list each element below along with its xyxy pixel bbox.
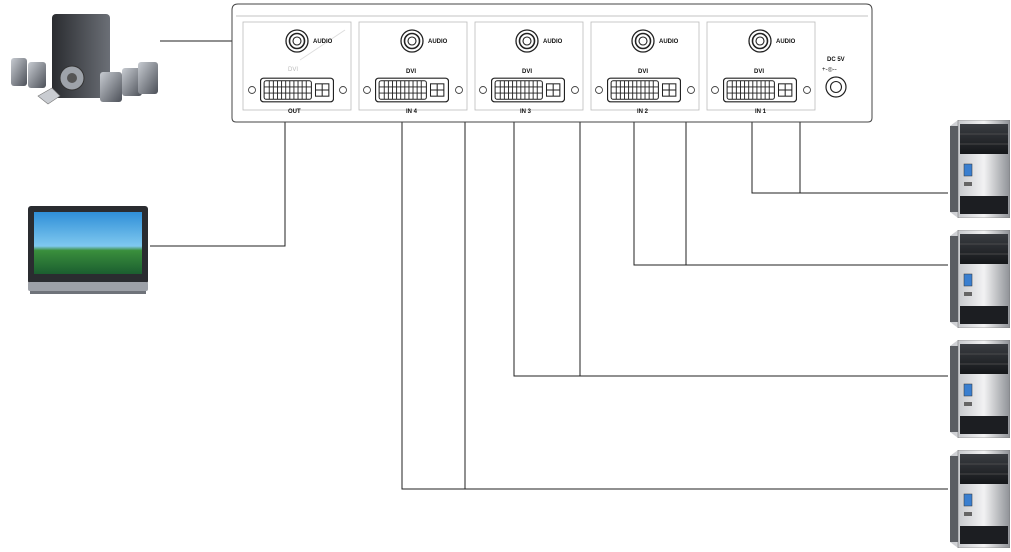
dc-power-jack-icon[interactable] <box>825 76 847 98</box>
computer-tower-icon <box>950 340 1010 438</box>
in4-dvi-cable <box>401 104 948 490</box>
out-port-label: OUT <box>288 109 301 115</box>
in4-audio-label: AUDIO <box>428 39 448 45</box>
port-module-in1: AUDIO DVI IN 1 <box>706 21 816 115</box>
power-input: DC 5V +-◎-- <box>822 57 847 98</box>
computer-tower-icon <box>950 230 1010 328</box>
in1-dvi-label: DVI <box>754 69 764 75</box>
in3-audio-label: AUDIO <box>543 39 563 45</box>
port-module-out: AUDIO DVI OUT <box>242 21 352 115</box>
in2-dvi-cable <box>633 104 948 266</box>
dvi-port-icon[interactable] <box>260 77 334 103</box>
in4-port-label: IN 4 <box>406 109 418 115</box>
in4-dvi-label: DVI <box>406 69 416 75</box>
power-polarity-label: +-◎-- <box>822 67 837 73</box>
audio-jack-icon[interactable] <box>285 29 309 53</box>
speaker-system-icon <box>11 14 158 105</box>
in2-audio-label: AUDIO <box>659 39 679 45</box>
port-module-in2: AUDIO DVI IN 2 <box>590 21 700 115</box>
dvi-port-icon[interactable] <box>607 77 681 103</box>
audio-jack-icon[interactable] <box>400 29 424 53</box>
port-module-in3: AUDIO DVI IN 3 <box>474 21 584 115</box>
in1-port-label: IN 1 <box>755 109 767 115</box>
audio-jack-icon[interactable] <box>748 29 772 53</box>
in3-dvi-cable <box>513 104 948 377</box>
dvi-port-icon[interactable] <box>491 77 565 103</box>
monitor-dvi-cable <box>150 104 286 247</box>
dvi-port-icon[interactable] <box>723 77 797 103</box>
in1-dvi-cable <box>751 104 948 194</box>
audio-jack-icon[interactable] <box>631 29 655 53</box>
computer-tower-icon <box>950 120 1010 218</box>
monitor-icon <box>28 206 148 294</box>
switch-back-panel: AUDIO DVI OUT AUDIO DVI IN 4 AUDIO DVI <box>231 3 873 123</box>
in2-dvi-label: DVI <box>638 69 648 75</box>
in3-port-label: IN 3 <box>520 109 532 115</box>
out-audio-label: AUDIO <box>313 39 333 45</box>
in2-port-label: IN 2 <box>637 109 649 115</box>
in3-dvi-label: DVI <box>522 69 532 75</box>
in1-audio-label: AUDIO <box>776 39 796 45</box>
port-module-in4: AUDIO DVI IN 4 <box>358 21 468 115</box>
dvi-port-icon[interactable] <box>375 77 449 103</box>
audio-jack-icon[interactable] <box>515 29 539 53</box>
out-dvi-label: DVI <box>288 67 298 73</box>
computer-tower-icon <box>950 450 1010 548</box>
power-label: DC 5V <box>827 57 845 63</box>
